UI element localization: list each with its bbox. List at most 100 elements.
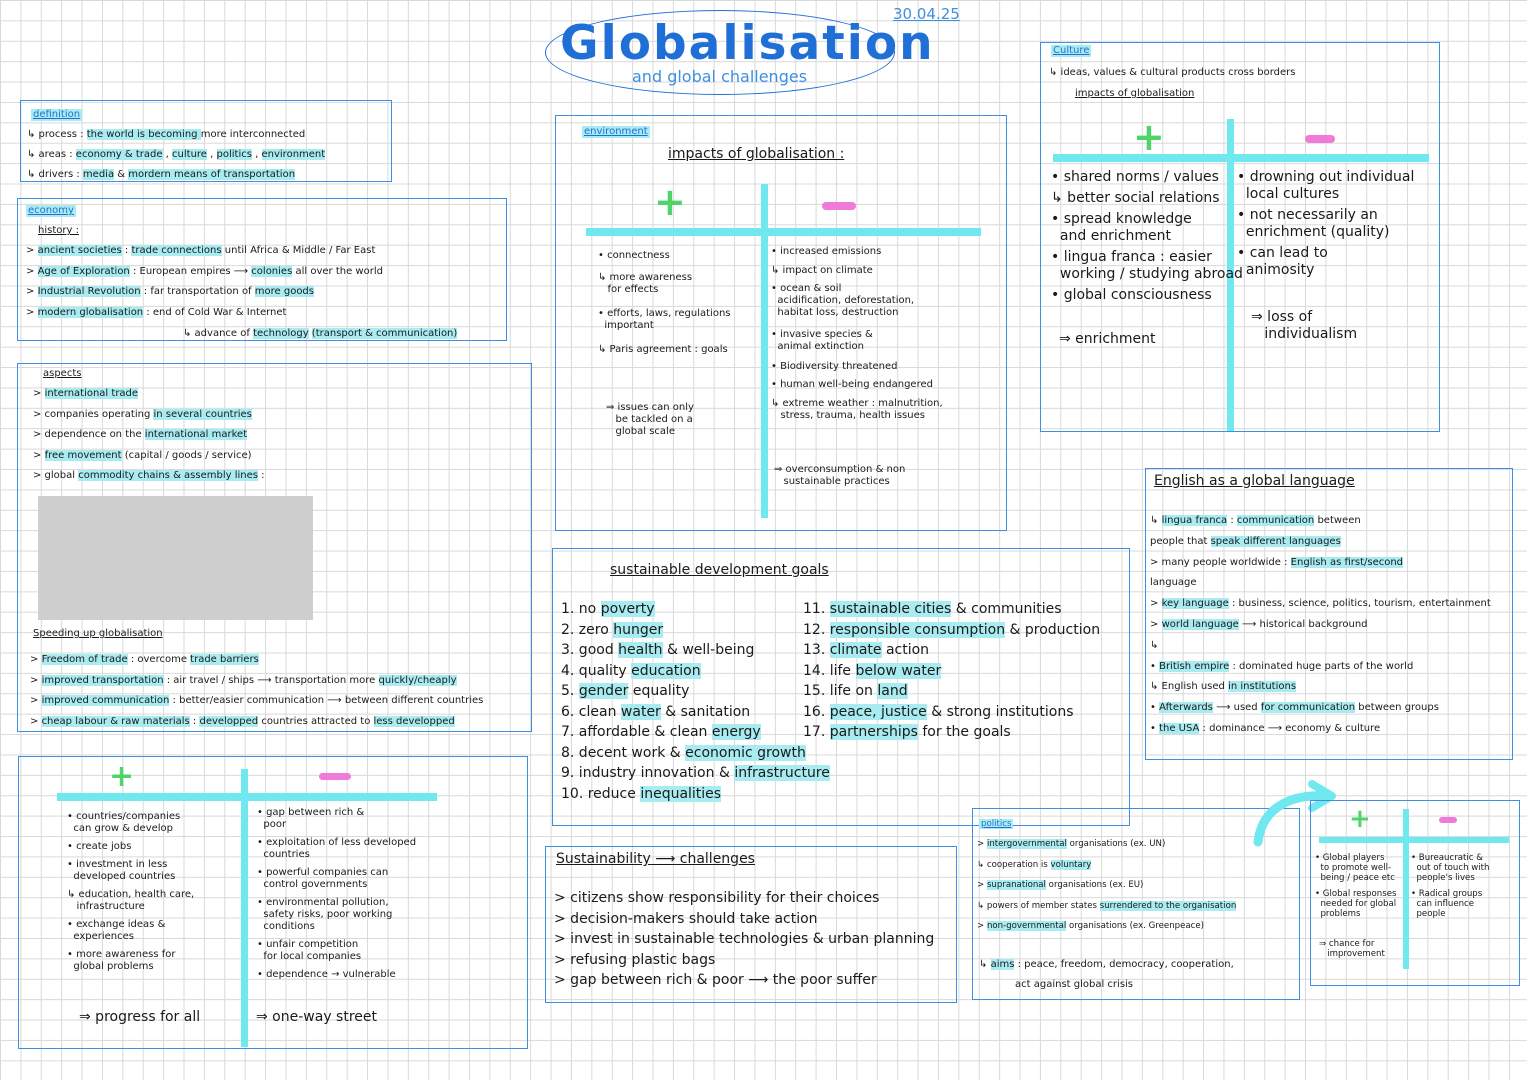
politics-line-segment: >	[977, 839, 987, 849]
english-line-segment: between groups	[1355, 702, 1439, 714]
sdg-item-segment: zero	[574, 621, 614, 638]
politics-line-segment: >	[977, 880, 987, 890]
sdg-item-segment: no	[574, 601, 601, 617]
definition-line-segment: media	[82, 169, 115, 180]
sustainability-line: > invest in sustainable technologies & u…	[554, 931, 935, 947]
economy-line-segment: modern globalisation	[37, 306, 144, 318]
page-title: Globalisation	[560, 16, 935, 71]
economy-line-segment: colonies	[251, 265, 293, 277]
definition-line-segment: ↳ process :	[27, 129, 87, 140]
plus-icon: +	[1133, 115, 1165, 159]
environment-minus-item: ↳ extreme weather : malnutrition, stress…	[771, 397, 943, 421]
english-line: ↳ lingua franca : communication between	[1150, 515, 1361, 527]
sdg-item-segment: partnerships	[829, 724, 918, 740]
culture-minus-item: • drowning out individual local cultures	[1237, 169, 1415, 202]
economy-line: > Age of Exploration : European empires …	[26, 265, 383, 278]
politics-impacts-conclusion: ⇒ chance for improvement	[1319, 939, 1385, 959]
sdg-item: 11. sustainable cities & communities	[803, 601, 1062, 618]
aspects-line-segment: international trade	[44, 388, 139, 399]
politics-line-segment: non-governmental	[986, 921, 1067, 931]
minus-conclusion: ⇒ one-way street	[256, 1009, 377, 1025]
culture-minus-conclusion: ⇒ loss of individualism	[1251, 309, 1358, 342]
politics-line-segment: supranational	[986, 880, 1046, 890]
sdg-item-segment: 1.	[561, 601, 575, 617]
speeding-line-segment: : better/easier communication ⟶ between …	[169, 695, 484, 706]
sdg-item-segment: 8.	[561, 744, 575, 761]
definition-line-segment: politics	[216, 149, 252, 160]
english-line-segment: ⟶ historical background	[1238, 619, 1368, 630]
sdg-item-segment: 10.	[561, 785, 584, 802]
aspects-line: > free movement (capital / goods / servi…	[33, 449, 252, 462]
page-subtitle: and global challenges	[632, 67, 808, 86]
speeding-line-segment: improved communication	[41, 695, 170, 706]
speeding-line: > improved communication : better/easier…	[30, 695, 483, 707]
sdg-item-segment: 4.	[561, 662, 575, 679]
sdg-item-segment: sustainable cities	[829, 601, 952, 617]
english-line-segment: lingua franca	[1161, 515, 1228, 526]
sdg-item-segment: & sanitation	[660, 703, 751, 720]
sdg-item-segment: hunger	[613, 621, 664, 638]
environment-plus-conclusion: ⇒ issues can only be tackled on a global…	[606, 402, 694, 437]
aspects-line: > dependence on the international market	[33, 429, 248, 441]
table-vertical-bar	[1227, 119, 1234, 431]
english-line-segment: Afterwards	[1159, 702, 1213, 714]
english-heading: English as a global language	[1154, 473, 1355, 489]
economy-minus-item: • gap between rich & poor	[257, 807, 365, 830]
aspects-line-segment: commodity chains & assembly lines	[78, 470, 258, 481]
economy-minus-item: • exploitation of less developed countri…	[257, 837, 417, 860]
definition-line: ↳ areas : economy & trade , culture , po…	[27, 149, 326, 161]
aspects-line-segment: > companies operating	[33, 408, 154, 420]
sdg-item-segment: 14.	[803, 662, 826, 679]
culture-minus-item: • can lead to animosity	[1237, 245, 1328, 278]
economy-plus-item: • investment in less developed countries	[67, 859, 176, 882]
sdg-item: 15. life on land	[803, 683, 908, 700]
politics-line: ↳ powers of member states surrendered to…	[977, 900, 1237, 911]
speeding-line: > cheap labour & raw materials : develop…	[30, 715, 455, 728]
sdg-item-segment: land	[877, 683, 908, 699]
sdg-item-segment: 6.	[561, 703, 575, 720]
speeding-line-segment: less developped	[373, 715, 455, 727]
economy-line-segment: >	[26, 306, 38, 318]
definition-line-segment: ↳ drivers :	[27, 169, 83, 180]
economy-line: > Industrial Revolution : far transporta…	[26, 286, 314, 298]
sdg-item-segment: 12.	[803, 621, 826, 638]
english-line-segment: speak different languages	[1210, 535, 1341, 547]
english-line-segment: ↳	[1150, 515, 1162, 526]
sdg-item: 14. life below water	[803, 662, 942, 680]
english-line-segment: >	[1150, 619, 1162, 630]
economy-line-segment: all over the world	[292, 265, 383, 277]
english-line-segment: world language	[1161, 619, 1239, 630]
aspects-line-segment: international market	[144, 429, 248, 440]
sdg-item-segment: 3.	[561, 642, 575, 658]
environment-heading: environment	[582, 126, 650, 138]
sdg-item-segment: responsible consumption	[829, 621, 1006, 638]
sdg-box: sustainable development goals 1. no pove…	[552, 548, 1130, 826]
sdg-item: 5. gender equality	[561, 683, 689, 700]
economy-sub-line-segment: ↳ advance of	[183, 328, 254, 339]
speeding-line-segment: : overcome	[127, 654, 191, 665]
definition-line-segment: economy & trade	[75, 149, 163, 160]
table-horizontal-bar	[1053, 154, 1429, 162]
environment-plus-item: • connectness	[598, 250, 670, 261]
economy-sub-line-segment: (transport & communication)	[311, 328, 458, 339]
plus-conclusion: ⇒ progress for all	[79, 1009, 201, 1025]
economy-minus-item: • environmental pollution, safety risks,…	[257, 897, 393, 932]
sdg-item: 12. responsible consumption & production	[803, 621, 1100, 639]
plus-icon: +	[109, 759, 135, 794]
culture-subheading: impacts of globalisation	[1075, 88, 1195, 99]
minus-icon	[319, 773, 351, 780]
politics-plus-item: • Global players to promote well- being …	[1315, 853, 1395, 883]
sdg-item-segment: & communities	[951, 601, 1062, 617]
sdg-item-segment: 17.	[803, 724, 826, 740]
english-line-segment: >	[1150, 598, 1162, 610]
politics-line-segment: organisations (ex. UN)	[1066, 839, 1166, 849]
definition-line-segment: ,	[162, 149, 173, 160]
culture-box: Culture ↳ ideas, values & cultural produ…	[1040, 42, 1440, 432]
culture-plus-item: • lingua franca : easier working / study…	[1051, 249, 1243, 282]
sdg-item-segment: & strong institutions	[926, 703, 1074, 720]
english-line-segment: language	[1150, 577, 1197, 589]
culture-plus-item: • global consciousness	[1051, 287, 1212, 303]
definition-line-segment: ,	[206, 149, 217, 160]
speeding-line-segment: >	[30, 654, 42, 665]
sdg-item-segment: clean	[574, 703, 621, 720]
